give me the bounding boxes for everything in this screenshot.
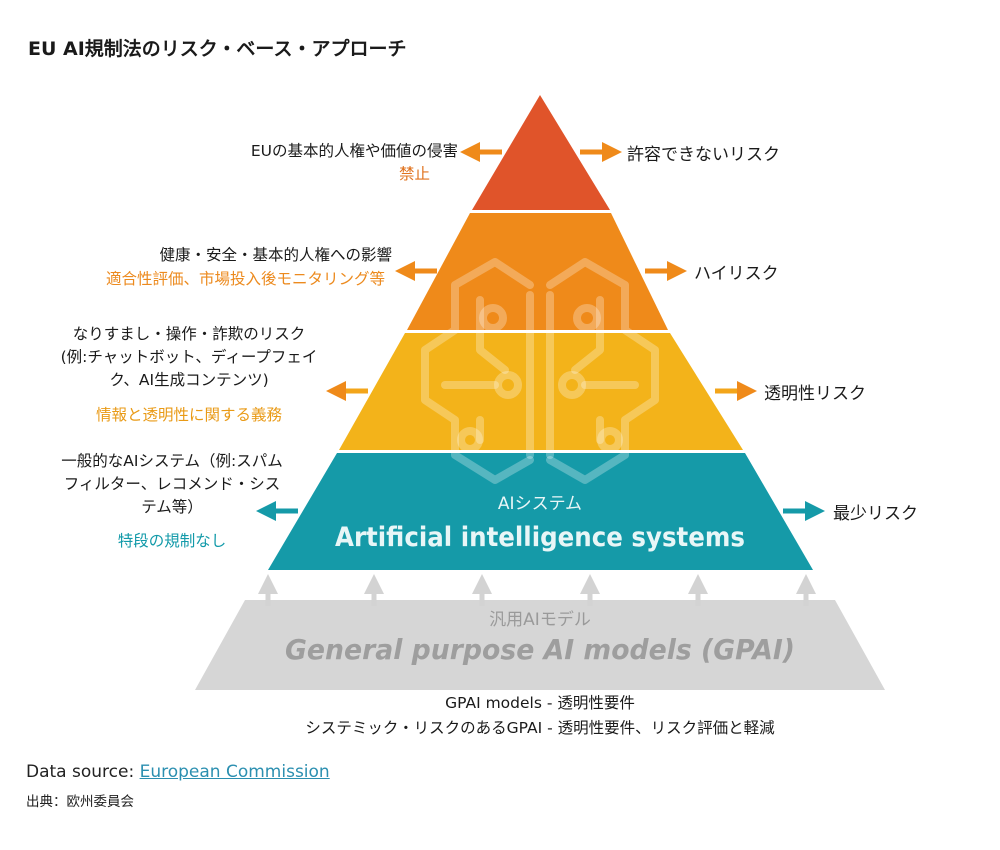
tier-minimal-description-line: フィルター、レコメンド・シス — [63, 475, 281, 493]
tier-high-label: ハイリスク — [694, 264, 779, 284]
data-source: Data source: European Commission — [26, 762, 330, 782]
tier-minimal-description: 一般的なAIシステム（例:スパム フィルター、レコメンド・シス テム等） — [22, 450, 322, 519]
tier-minimal-obligation: 特段の規制なし — [117, 532, 227, 550]
data-source-prefix: Data source: — [26, 762, 140, 782]
gpai-note-line: システミック・リスクのあるGPAI - 透明性要件、リスク評価と軽減 — [305, 719, 775, 737]
european-commission-link[interactable]: European Commission — [139, 762, 330, 782]
tier-high-description-line: 健康・安全・基本的人権への影響 — [159, 246, 392, 264]
tier-unacceptable-description: EUの基本的人権や価値の侵害 — [251, 140, 458, 163]
gpai-label-jp: 汎用AIモデル — [489, 609, 591, 630]
tier-transparency-description: なりすまし・操作・詐欺のリスク (例:チャットボット、ディープフェイ ク、AI生… — [24, 323, 354, 392]
tier-high-description: 健康・安全・基本的人権への影響 — [159, 244, 392, 267]
tier-unacceptable — [472, 95, 610, 210]
tier-transparency-description-line: (例:チャットボット、ディープフェイ — [60, 348, 318, 366]
data-source-jp: 出典：欧州委員会 — [26, 794, 134, 810]
brain-circuit-icon — [421, 258, 659, 484]
tier-transparency — [339, 333, 743, 450]
gpai-label-en: General purpose AI models (GPAI) — [285, 633, 795, 666]
tier-transparency-label: 透明性リスク — [764, 384, 866, 404]
tier-unacceptable-description-line: EUの基本的人権や価値の侵害 — [250, 142, 458, 160]
gpai-note: GPAI models - 透明性要件 システミック・リスクのあるGPAI - … — [200, 691, 880, 741]
tier-unacceptable-obligation: 禁止 — [398, 165, 430, 183]
tier-minimal-description-line: 一般的なAIシステム（例:スパム — [61, 452, 283, 470]
ai-system-label-en: Artificial intelligence systems — [335, 522, 745, 553]
tier-high — [407, 213, 668, 330]
tier-unacceptable-label: 許容できないリスク — [627, 145, 780, 165]
tier-minimal — [268, 453, 813, 570]
tier-transparency-description-line: なりすまし・操作・詐欺のリスク — [72, 325, 306, 343]
gpai-up-arrows — [258, 574, 816, 606]
page-title: EU AI規制法のリスク・ベース・アプローチ — [28, 38, 407, 60]
tier-high-obligation: 適合性評価、市場投入後モニタリング等 — [105, 270, 385, 288]
tier-minimal-label: 最少リスク — [833, 504, 918, 524]
gpai-base — [195, 600, 885, 690]
tier-transparency-description-line: ク、AI生成コンテンツ) — [109, 371, 269, 389]
ai-system-label-jp: AIシステム — [498, 494, 582, 514]
tier-transparency-obligation: 情報と透明性に関する義務 — [95, 406, 282, 424]
tier-minimal-description-line: テム等） — [141, 498, 203, 516]
tier-arrows — [256, 142, 825, 521]
gpai-note-line: GPAI models - 透明性要件 — [445, 694, 635, 712]
